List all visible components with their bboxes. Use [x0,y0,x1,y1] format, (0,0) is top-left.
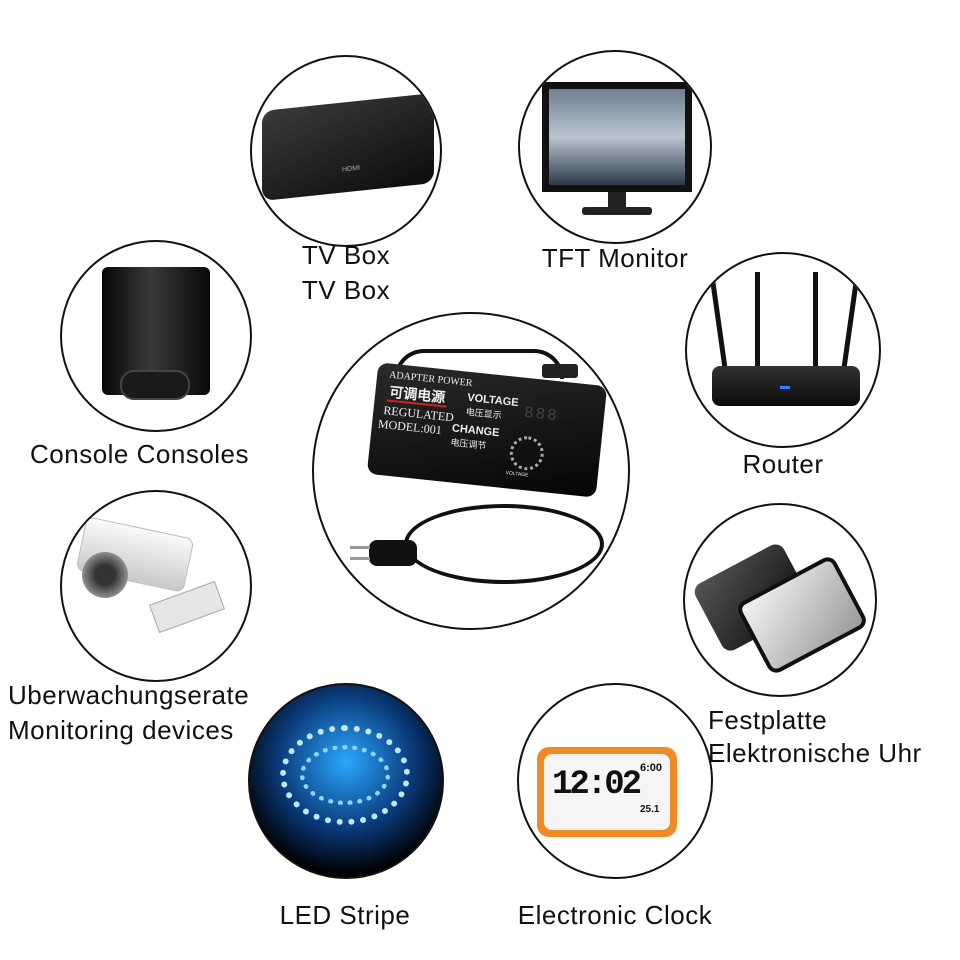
router-image [712,366,860,406]
hdd-circle [683,503,877,697]
tv-box-circle: HDMI [250,55,442,247]
hdd-label-2: Elektronische Uhr [708,738,922,768]
clock-image: 12:02 6:00 25.1 [537,747,677,837]
voltage-knob [508,434,546,472]
led-strip-image [280,725,410,825]
console-label: Console Consoles [30,439,250,469]
camera-circle [60,490,252,682]
adapter-change-cn: 电压调节 [449,437,487,451]
tft-monitor-circle [518,50,712,244]
power-cable [404,504,604,584]
camera-label: Uberwachungserate [8,680,250,710]
console-circle [60,240,252,432]
led-circle [248,683,444,879]
clock-time: 12:02 [552,766,642,804]
hdd-label: Festplatte [708,705,828,735]
tv-box-label: TV Box [301,240,391,270]
adapter-voltage-cn: 电压显示 [465,406,503,421]
router-label: Router [742,449,824,479]
gamepad-icon [120,370,190,400]
monitor-image [542,82,692,192]
tv-box-image: HDMI [262,92,434,202]
clock-alarm: 6:00 [640,762,663,774]
adapter-body: ADAPTER POWER 可调电源 REGULATED MODEL:001 V… [366,362,608,498]
tv-box-label-2: TV Box [301,275,391,305]
clock-circle: 12:02 6:00 25.1 [517,683,713,879]
led-label: LED Stripe [279,900,411,930]
eu-plug [369,540,417,566]
tft-monitor-label: TFT Monitor [541,243,689,273]
adapter-circle: ADAPTER POWER 可调电源 REGULATED MODEL:001 V… [312,312,630,630]
hdmi-port-label: HDMI [342,164,360,174]
camera-label-2: Monitoring devices [8,715,234,745]
router-circle [685,252,881,448]
knob-label: VOLTAGE [505,470,529,479]
clock-label: Electronic Clock [517,900,713,930]
voltage-display: 888 [523,403,560,426]
clock-temp: 25.1 [640,804,660,815]
